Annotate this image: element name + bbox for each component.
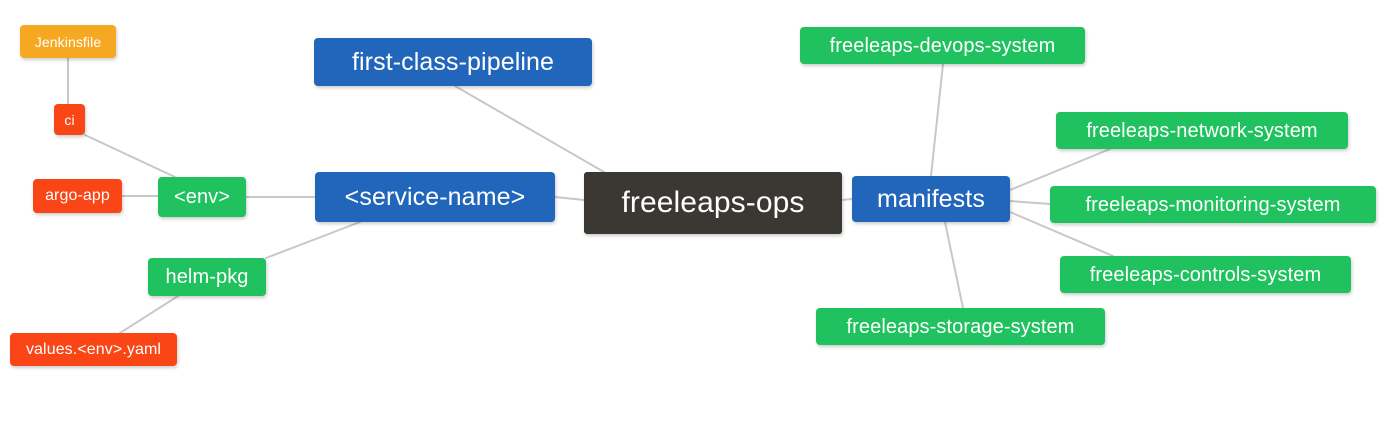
edge-ci-to-env <box>84 134 176 178</box>
node-argo-app[interactable]: argo-app <box>33 179 122 213</box>
node-jenkinsfile[interactable]: Jenkinsfile <box>20 25 116 58</box>
node-service-name[interactable]: <service-name> <box>315 172 555 222</box>
node-manifests[interactable]: manifests <box>852 176 1010 222</box>
node-env[interactable]: <env> <box>158 177 246 217</box>
node-freeleaps-devops-system[interactable]: freeleaps-devops-system <box>800 27 1085 64</box>
node-freeleaps-network-system[interactable]: freeleaps-network-system <box>1056 112 1348 149</box>
node-first-class-pipeline[interactable]: first-class-pipeline <box>314 38 592 86</box>
edge-manifests-to-freeleaps-monitoring-system <box>1009 200 1051 205</box>
edge-helm-pkg-to-service-name <box>265 221 361 259</box>
edge-manifests-to-freeleaps-network-system <box>1009 148 1111 191</box>
node-freeleaps-controls-system[interactable]: freeleaps-controls-system <box>1060 256 1351 293</box>
edge-root-to-manifests <box>841 198 853 201</box>
node-root[interactable]: freeleaps-ops <box>584 172 842 234</box>
edge-manifests-to-freeleaps-devops-system <box>930 63 944 177</box>
node-ci[interactable]: ci <box>54 104 85 135</box>
node-freeleaps-storage-system[interactable]: freeleaps-storage-system <box>816 308 1105 345</box>
node-helm-pkg[interactable]: helm-pkg <box>148 258 266 296</box>
edge-first-class-pipeline-to-root <box>454 85 605 173</box>
node-freeleaps-monitoring-system[interactable]: freeleaps-monitoring-system <box>1050 186 1376 223</box>
edge-values-env-yaml-to-helm-pkg <box>119 295 179 334</box>
edge-service-name-to-root <box>554 196 585 201</box>
node-values-env-yaml[interactable]: values.<env>.yaml <box>10 333 177 366</box>
edge-manifests-to-freeleaps-storage-system <box>944 221 964 309</box>
